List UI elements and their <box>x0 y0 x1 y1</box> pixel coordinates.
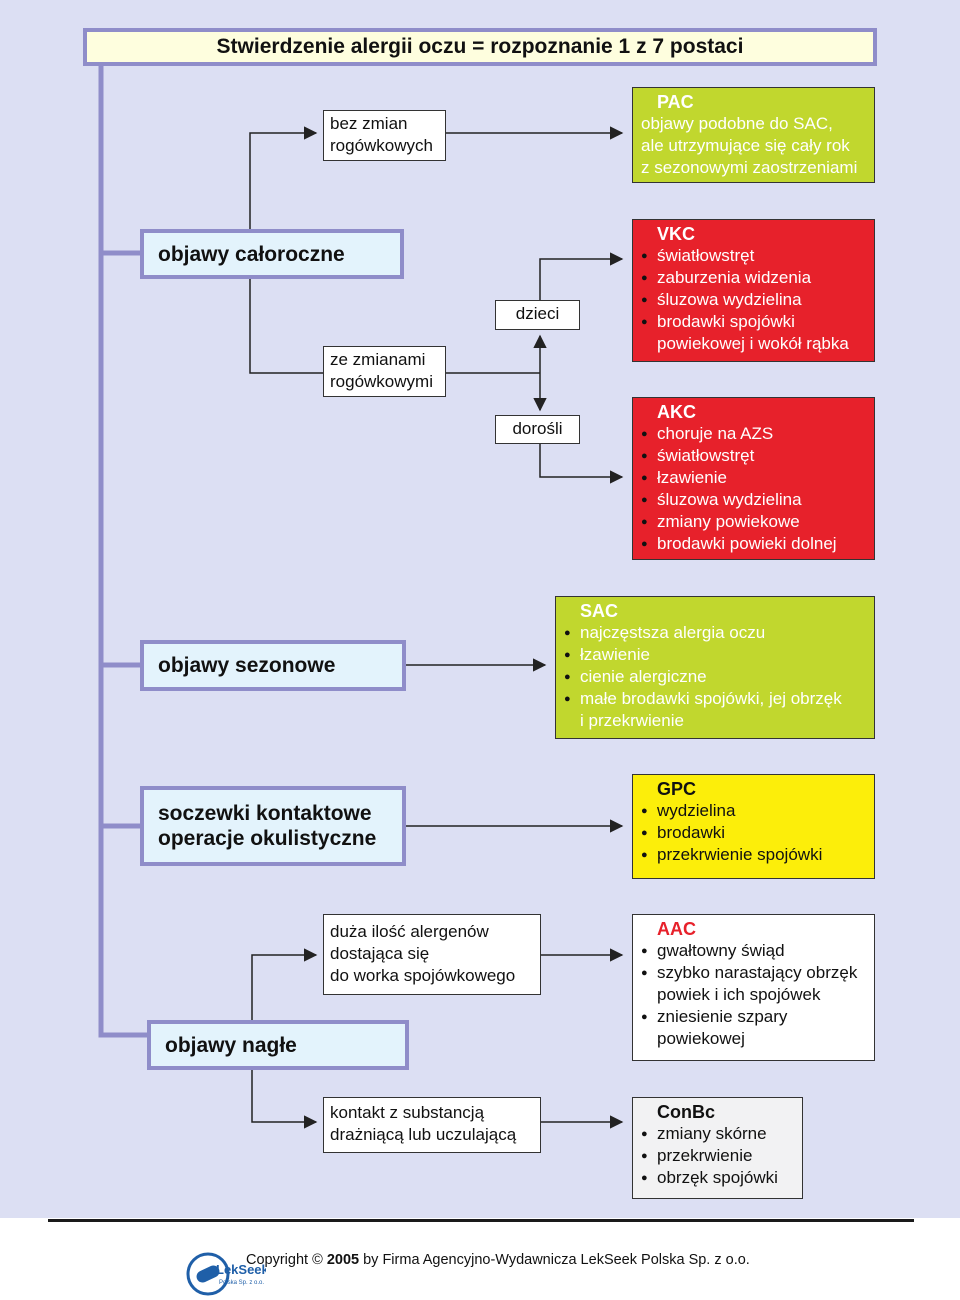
copyright-suffix: by Firma Agencyjno-Wydawnicza LekSeek Po… <box>363 1252 750 1268</box>
no-corneal-line1: bez zmian <box>330 114 408 133</box>
aac-item: gwałtowny świąd <box>641 940 866 962</box>
akc-item: zmiany powiekowe <box>641 511 866 533</box>
aac-item-continuation: powiekowej <box>657 1029 745 1048</box>
perennial-down-line <box>249 278 323 374</box>
no-corneal-line2: rogówkowych <box>330 136 433 155</box>
aac-item: szybko narastający obrzęk <box>641 962 866 984</box>
akc-item: śluzowa wydzielina <box>641 489 866 511</box>
pac-line3: z sezonowymi zaostrzeniami <box>641 158 858 177</box>
gpc-title: GPC <box>657 779 697 799</box>
sac-item-continuation: i przekrwienie <box>580 711 684 730</box>
result-pac: PAC objawy podobne do SAC, ale utrzymują… <box>632 87 875 183</box>
sac-item: małe brodawki spojówki, jej obrzęk <box>564 688 866 710</box>
result-vkc: VKC światłowstręt zaburzenia widzenia śl… <box>632 219 875 362</box>
adults-to-akc <box>539 442 624 484</box>
allergen-line2: dostająca się <box>330 944 430 963</box>
lekseek-logo: LekSeek Polska Sp. z o.o. <box>186 1252 266 1296</box>
perennial-up-arrow <box>249 126 318 229</box>
aac-item: zniesienie szpary <box>641 1006 866 1028</box>
result-aac: AAC gwałtowny świąd szybko narastający o… <box>632 914 875 1061</box>
category-sudden: objawy nagłe <box>147 1020 409 1070</box>
result-gpc: GPC wydzielina brodawki przekrwienie spo… <box>632 774 875 879</box>
trunk-line <box>98 66 147 1038</box>
akc-item: światłowstręt <box>641 445 866 467</box>
sac-item: najczęstsza alergia oczu <box>564 622 866 644</box>
category-contact-line2: operacje okulistyczne <box>158 827 377 850</box>
conbc-item: obrzęk spojówki <box>641 1167 794 1189</box>
box-no-corneal-changes: bez zmian rogówkowych <box>323 110 446 161</box>
gpc-item: brodawki <box>641 822 866 844</box>
pac-line1: objawy podobne do SAC, <box>641 114 833 133</box>
sac-item: łzawienie <box>564 644 866 666</box>
category-perennial: objawy całoroczne <box>140 229 404 279</box>
conbc-title: ConBc <box>657 1102 715 1122</box>
copyright-year: 2005 <box>326 1252 360 1268</box>
copyright-prefix: Copyright © <box>246 1252 323 1268</box>
category-seasonal: objawy sezonowe <box>140 640 406 691</box>
copyright-notice: Copyright © 2005 by Firma Agencyjno-Wyda… <box>246 1252 750 1268</box>
sudden-up-arrow <box>251 948 318 1020</box>
vkc-title: VKC <box>657 224 696 244</box>
sac-item: cienie alergiczne <box>564 666 866 688</box>
irritant-line1: kontakt z substancją <box>330 1103 485 1122</box>
box-irritant-contact: kontakt z substancją drażniącą lub uczul… <box>323 1097 541 1153</box>
logo-subtext: Polska Sp. z o.o. <box>219 1280 264 1286</box>
connector-lines <box>98 66 624 1129</box>
category-contact-line1: soczewki kontaktowe <box>158 802 372 825</box>
vkc-item: światłowstręt <box>641 245 866 267</box>
box-corneal-changes: ze zmianami rogówkowymi <box>323 346 446 397</box>
result-conbc: ConBc zmiany skórne przekrwienie obrzęk … <box>632 1097 803 1199</box>
akc-item: łzawienie <box>641 467 866 489</box>
akc-title: AKC <box>657 402 696 422</box>
conbc-item: przekrwienie <box>641 1145 794 1167</box>
akc-item: choruje na AZS <box>641 423 866 445</box>
aac-title: AAC <box>657 919 696 939</box>
box-adults: dorośli <box>495 415 580 444</box>
aac-item-continuation: powiek i ich spojówek <box>657 985 821 1004</box>
allergen-line3: do worka spojówkowego <box>330 966 516 985</box>
corneal-line2: rogówkowymi <box>330 372 433 391</box>
pac-title: PAC <box>657 92 694 112</box>
result-sac: SAC najczęstsza alergia oczu łzawienie c… <box>555 596 875 739</box>
sudden-down-arrow <box>251 1070 318 1129</box>
category-contact-lenses: soczewki kontaktowe operacje okulistyczn… <box>140 786 406 866</box>
irritant-line2: drażniącą lub uczulającą <box>330 1125 517 1144</box>
result-akc: AKC choruje na AZS światłowstręt łzawien… <box>632 397 875 560</box>
vkc-item-continuation: powiekowej i wokół rąbka <box>657 334 849 353</box>
box-children: dzieci <box>495 300 580 330</box>
pac-line2: ale utrzymujące się cały rok <box>641 136 850 155</box>
children-to-vkc <box>539 252 624 300</box>
vkc-item: zaburzenia widzenia <box>641 267 866 289</box>
gpc-item: wydzielina <box>641 800 866 822</box>
vkc-item: śluzowa wydzielina <box>641 289 866 311</box>
corneal-line1: ze zmianami <box>330 350 426 369</box>
akc-item: brodawki powieki dolnej <box>641 533 866 555</box>
diagram-title: Stwierdzenie alergii oczu = rozpoznanie … <box>83 28 877 66</box>
gpc-item: przekrwienie spojówki <box>641 844 866 866</box>
allergen-line1: duża ilość alergenów <box>330 922 489 941</box>
sac-title: SAC <box>580 601 619 621</box>
vkc-item: brodawki spojówki <box>641 311 866 333</box>
conbc-item: zmiany skórne <box>641 1123 794 1145</box>
footer-rule <box>48 1219 914 1222</box>
logo-text: LekSeek <box>216 1262 266 1277</box>
box-allergen-load: duża ilość alergenów dostająca się do wo… <box>323 914 541 995</box>
